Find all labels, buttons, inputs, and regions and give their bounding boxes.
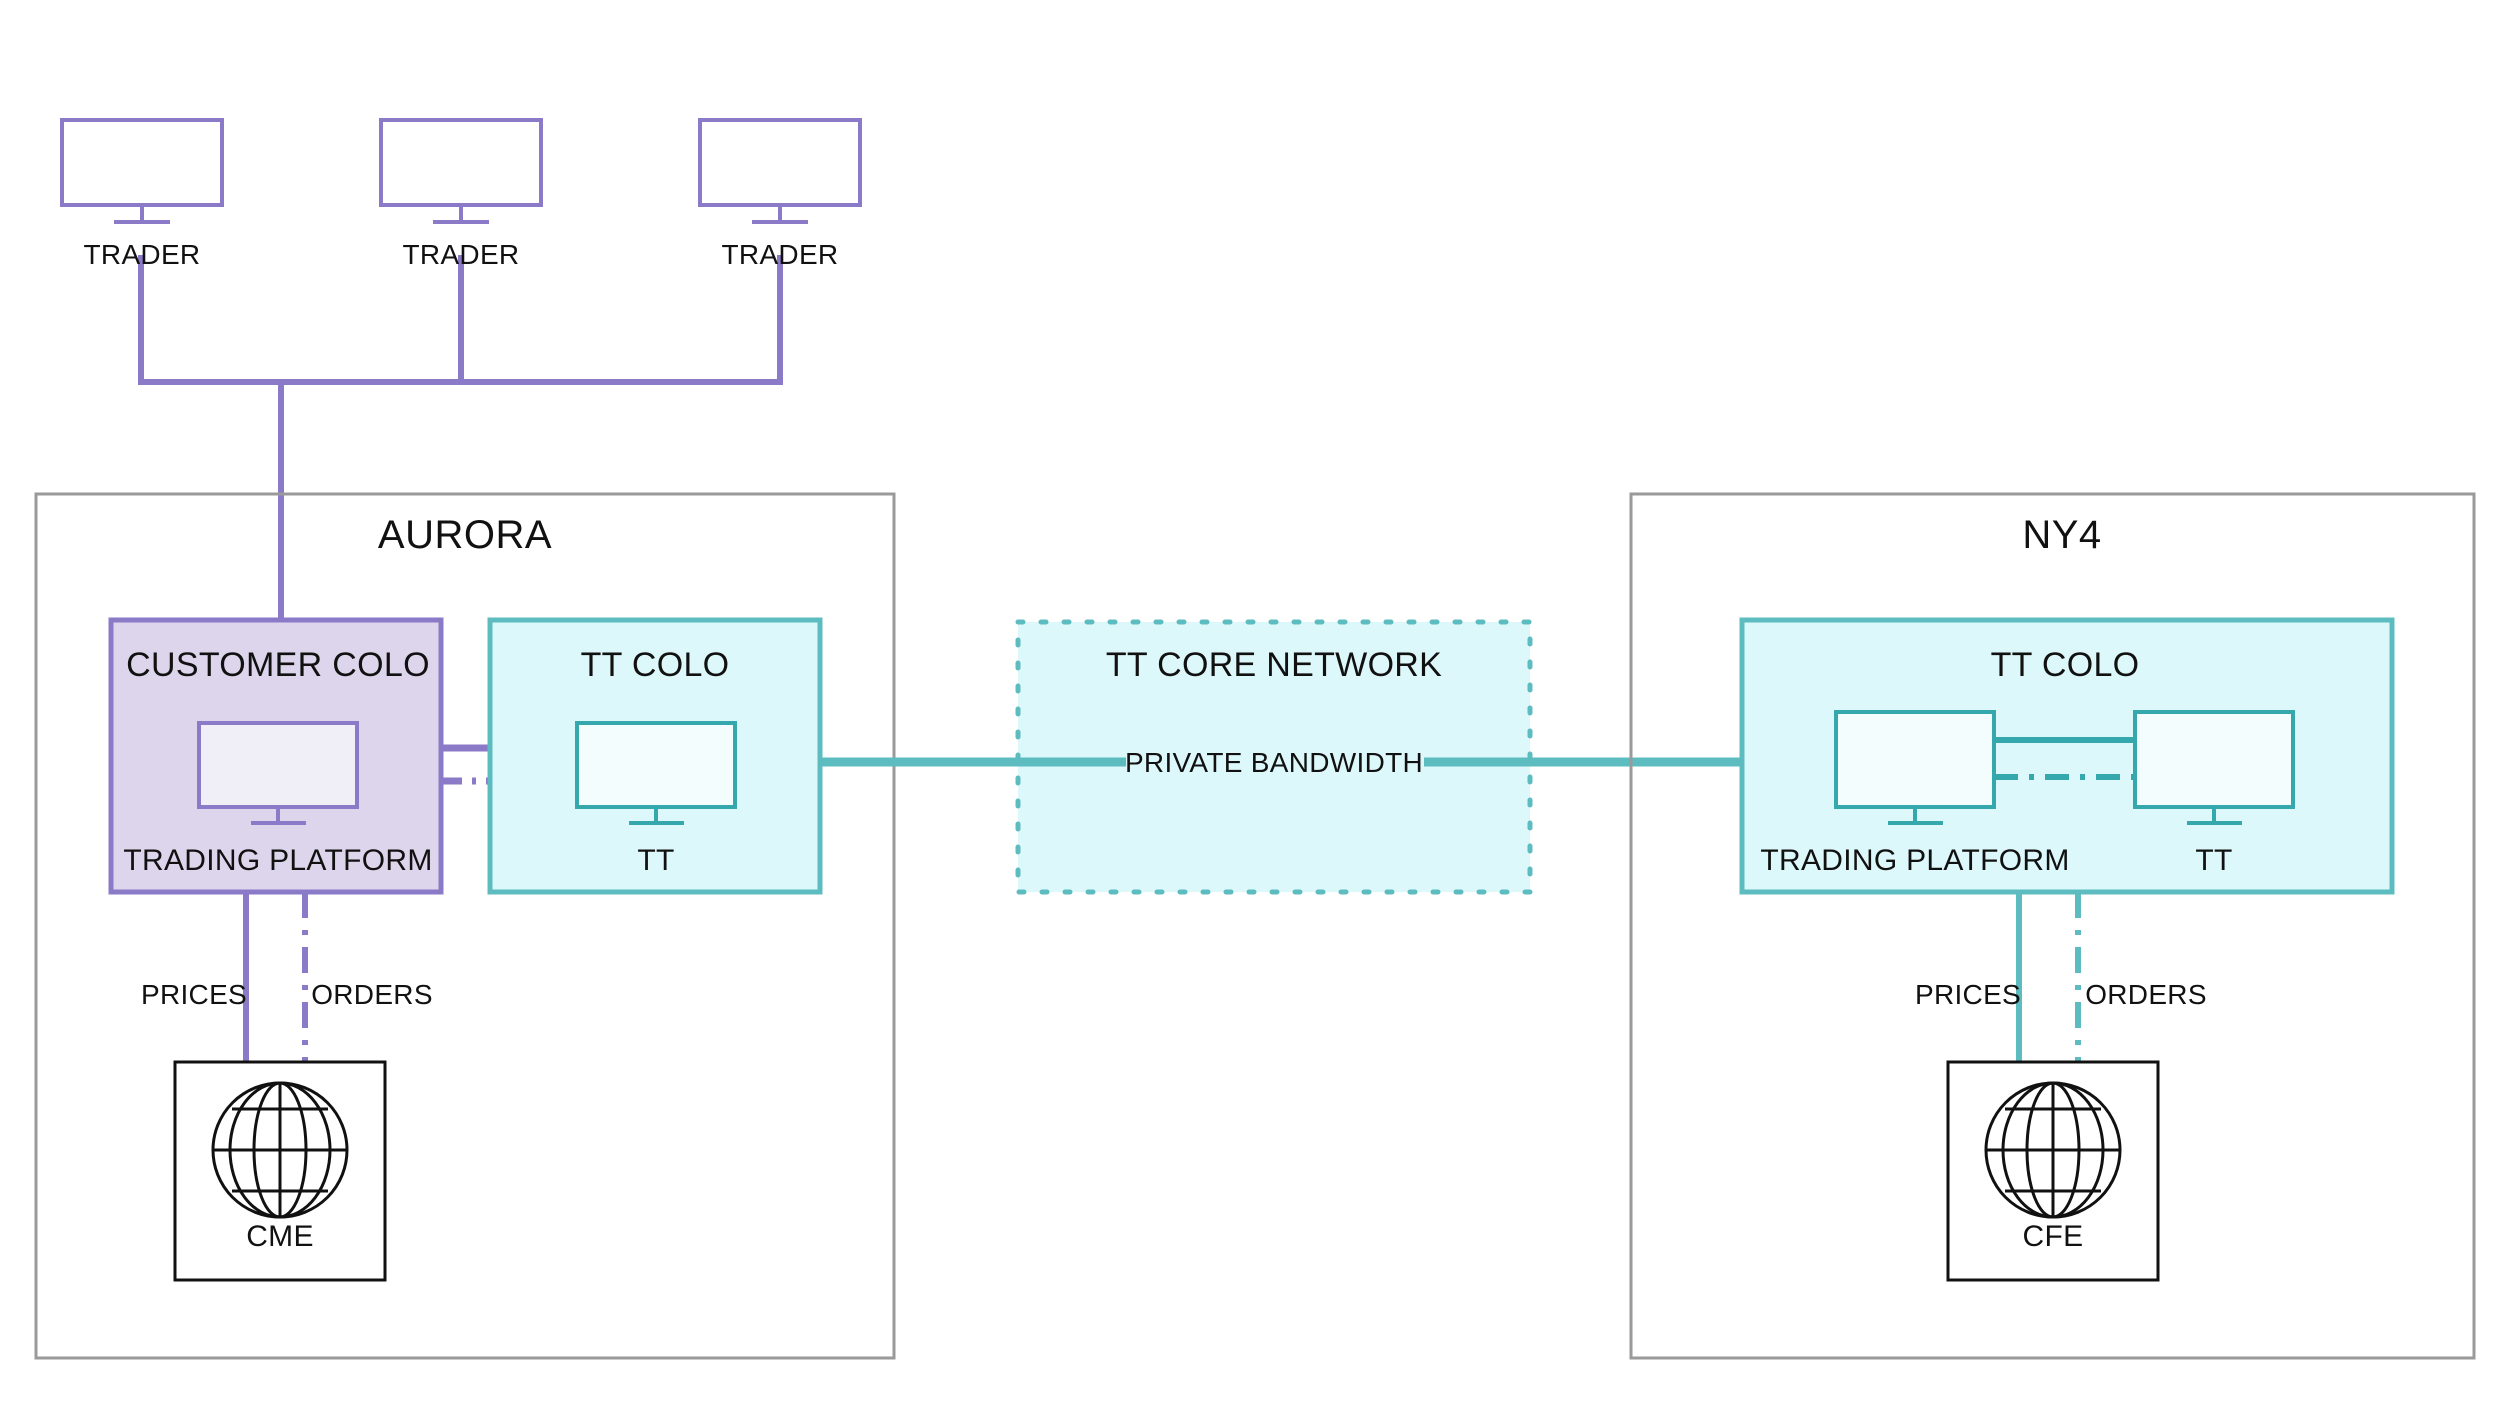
ny4-exchange-links: PRICES ORDERS [1915, 892, 2207, 1062]
node-tt-aurora[interactable]: TT [575, 721, 737, 877]
ny4-internal-links [1994, 737, 2135, 780]
globe-icon [211, 1081, 349, 1219]
node-trading-platform-label: TRADING PLATFORM [123, 844, 432, 877]
site-ny4-title: NY4 [2022, 513, 2101, 557]
prices-label: PRICES [141, 979, 247, 1010]
zone-tt-colo-aurora-title: TT COLO [581, 646, 730, 684]
private-bandwidth-label: PRIVATE BANDWIDTH [1125, 747, 1423, 778]
customer-colo-to-tt-colo-links [440, 744, 492, 785]
node-tt-ny4-label: TT [2195, 844, 2232, 877]
orders-label: ORDERS [2085, 979, 2207, 1010]
monitor-icon [2133, 710, 2295, 809]
exchange-cme-label: CME [246, 1220, 314, 1253]
tt-core-network[interactable]: TT CORE NETWORK PRIVATE BANDWIDTH [1015, 619, 1533, 895]
tt-core-network-box [1015, 619, 1533, 895]
monitor-icon [575, 721, 737, 809]
node-trading-platform-aurora[interactable]: TRADING PLATFORM [123, 721, 432, 877]
trader-2-label: TRADER [403, 239, 520, 270]
trader-2[interactable]: TRADER [379, 118, 543, 270]
zone-tt-colo-aurora[interactable]: TT COLO TT [487, 617, 823, 895]
tt-core-network-title: TT CORE NETWORK [1106, 646, 1442, 684]
exchange-cfe-label: CFE [2023, 1220, 2084, 1253]
zone-customer-colo-title: CUSTOMER COLO [126, 646, 430, 684]
node-tt-ny4[interactable]: TT [2133, 710, 2295, 877]
trader-bus-wiring [138, 255, 783, 620]
monitor-icon [197, 721, 359, 809]
trader-3-label: TRADER [722, 239, 839, 270]
site-ny4-box [1629, 492, 2476, 1360]
zone-tt-colo-aurora-box [487, 617, 823, 895]
zone-tt-colo-ny4[interactable]: TT COLO TRADING PLATFORM TT [1739, 617, 2395, 895]
trader-1-label: TRADER [84, 239, 201, 270]
zone-tt-colo-ny4-title: TT COLO [1991, 646, 2140, 684]
trader-1[interactable]: TRADER [60, 118, 224, 270]
zone-customer-colo[interactable]: CUSTOMER COLO TRADING PLATFORM [108, 617, 444, 895]
prices-label: PRICES [1915, 979, 2021, 1010]
site-aurora-title: AURORA [378, 513, 552, 557]
site-aurora[interactable]: AURORA [34, 492, 896, 1360]
aurora-exchange-links: PRICES ORDERS [141, 892, 433, 1062]
exchange-cfe[interactable]: CFE [1946, 1060, 2160, 1282]
globe-icon [1984, 1081, 2122, 1219]
orders-label: ORDERS [311, 979, 433, 1010]
site-aurora-box [34, 492, 896, 1360]
node-trading-platform-ny4-label: TRADING PLATFORM [1760, 844, 2069, 877]
monitor-icon [379, 118, 543, 207]
monitor-icon [698, 118, 862, 207]
monitor-icon [1834, 710, 1996, 809]
node-trading-platform-ny4[interactable]: TRADING PLATFORM [1760, 710, 2069, 877]
trader-3[interactable]: TRADER [698, 118, 862, 270]
site-ny4[interactable]: NY4 [1629, 492, 2476, 1360]
exchange-cme[interactable]: CME [173, 1060, 387, 1282]
monitor-icon [60, 118, 224, 207]
node-tt-aurora-label: TT [637, 844, 674, 877]
